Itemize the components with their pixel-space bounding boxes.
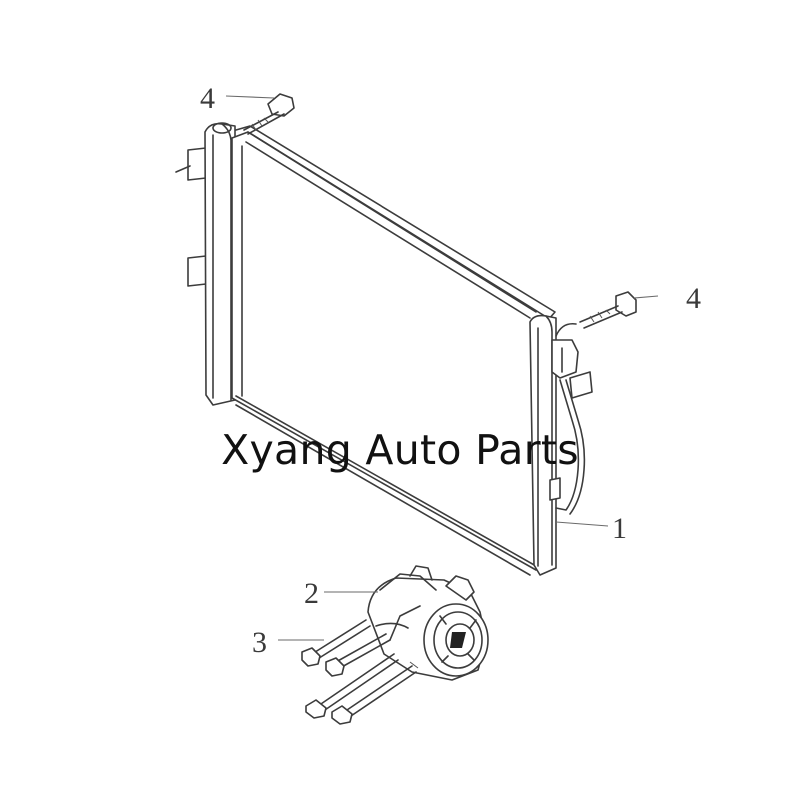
leader-lines (225, 95, 659, 641)
watermark-text: Xyang Auto Parts (221, 426, 579, 474)
compressor-clutch-pulley (423, 603, 489, 677)
callout-compressor: 2 (304, 577, 319, 610)
callout-bolt-right: 4 (686, 282, 701, 315)
left-tank (204, 122, 236, 406)
left-bracket (175, 147, 207, 287)
callout-compressor-bolts: 3 (252, 626, 267, 659)
condenser-core (231, 125, 556, 576)
callout-bolt-top-left: 4 (200, 82, 215, 115)
right-tank (529, 314, 557, 576)
right-pipework (549, 322, 593, 515)
compressor (367, 565, 489, 681)
bolt-top-left (243, 93, 295, 135)
bolt-right (579, 291, 637, 329)
callout-condenser: 1 (612, 512, 627, 545)
condenser-assembly (175, 122, 593, 576)
compressor-bolts (301, 619, 419, 725)
